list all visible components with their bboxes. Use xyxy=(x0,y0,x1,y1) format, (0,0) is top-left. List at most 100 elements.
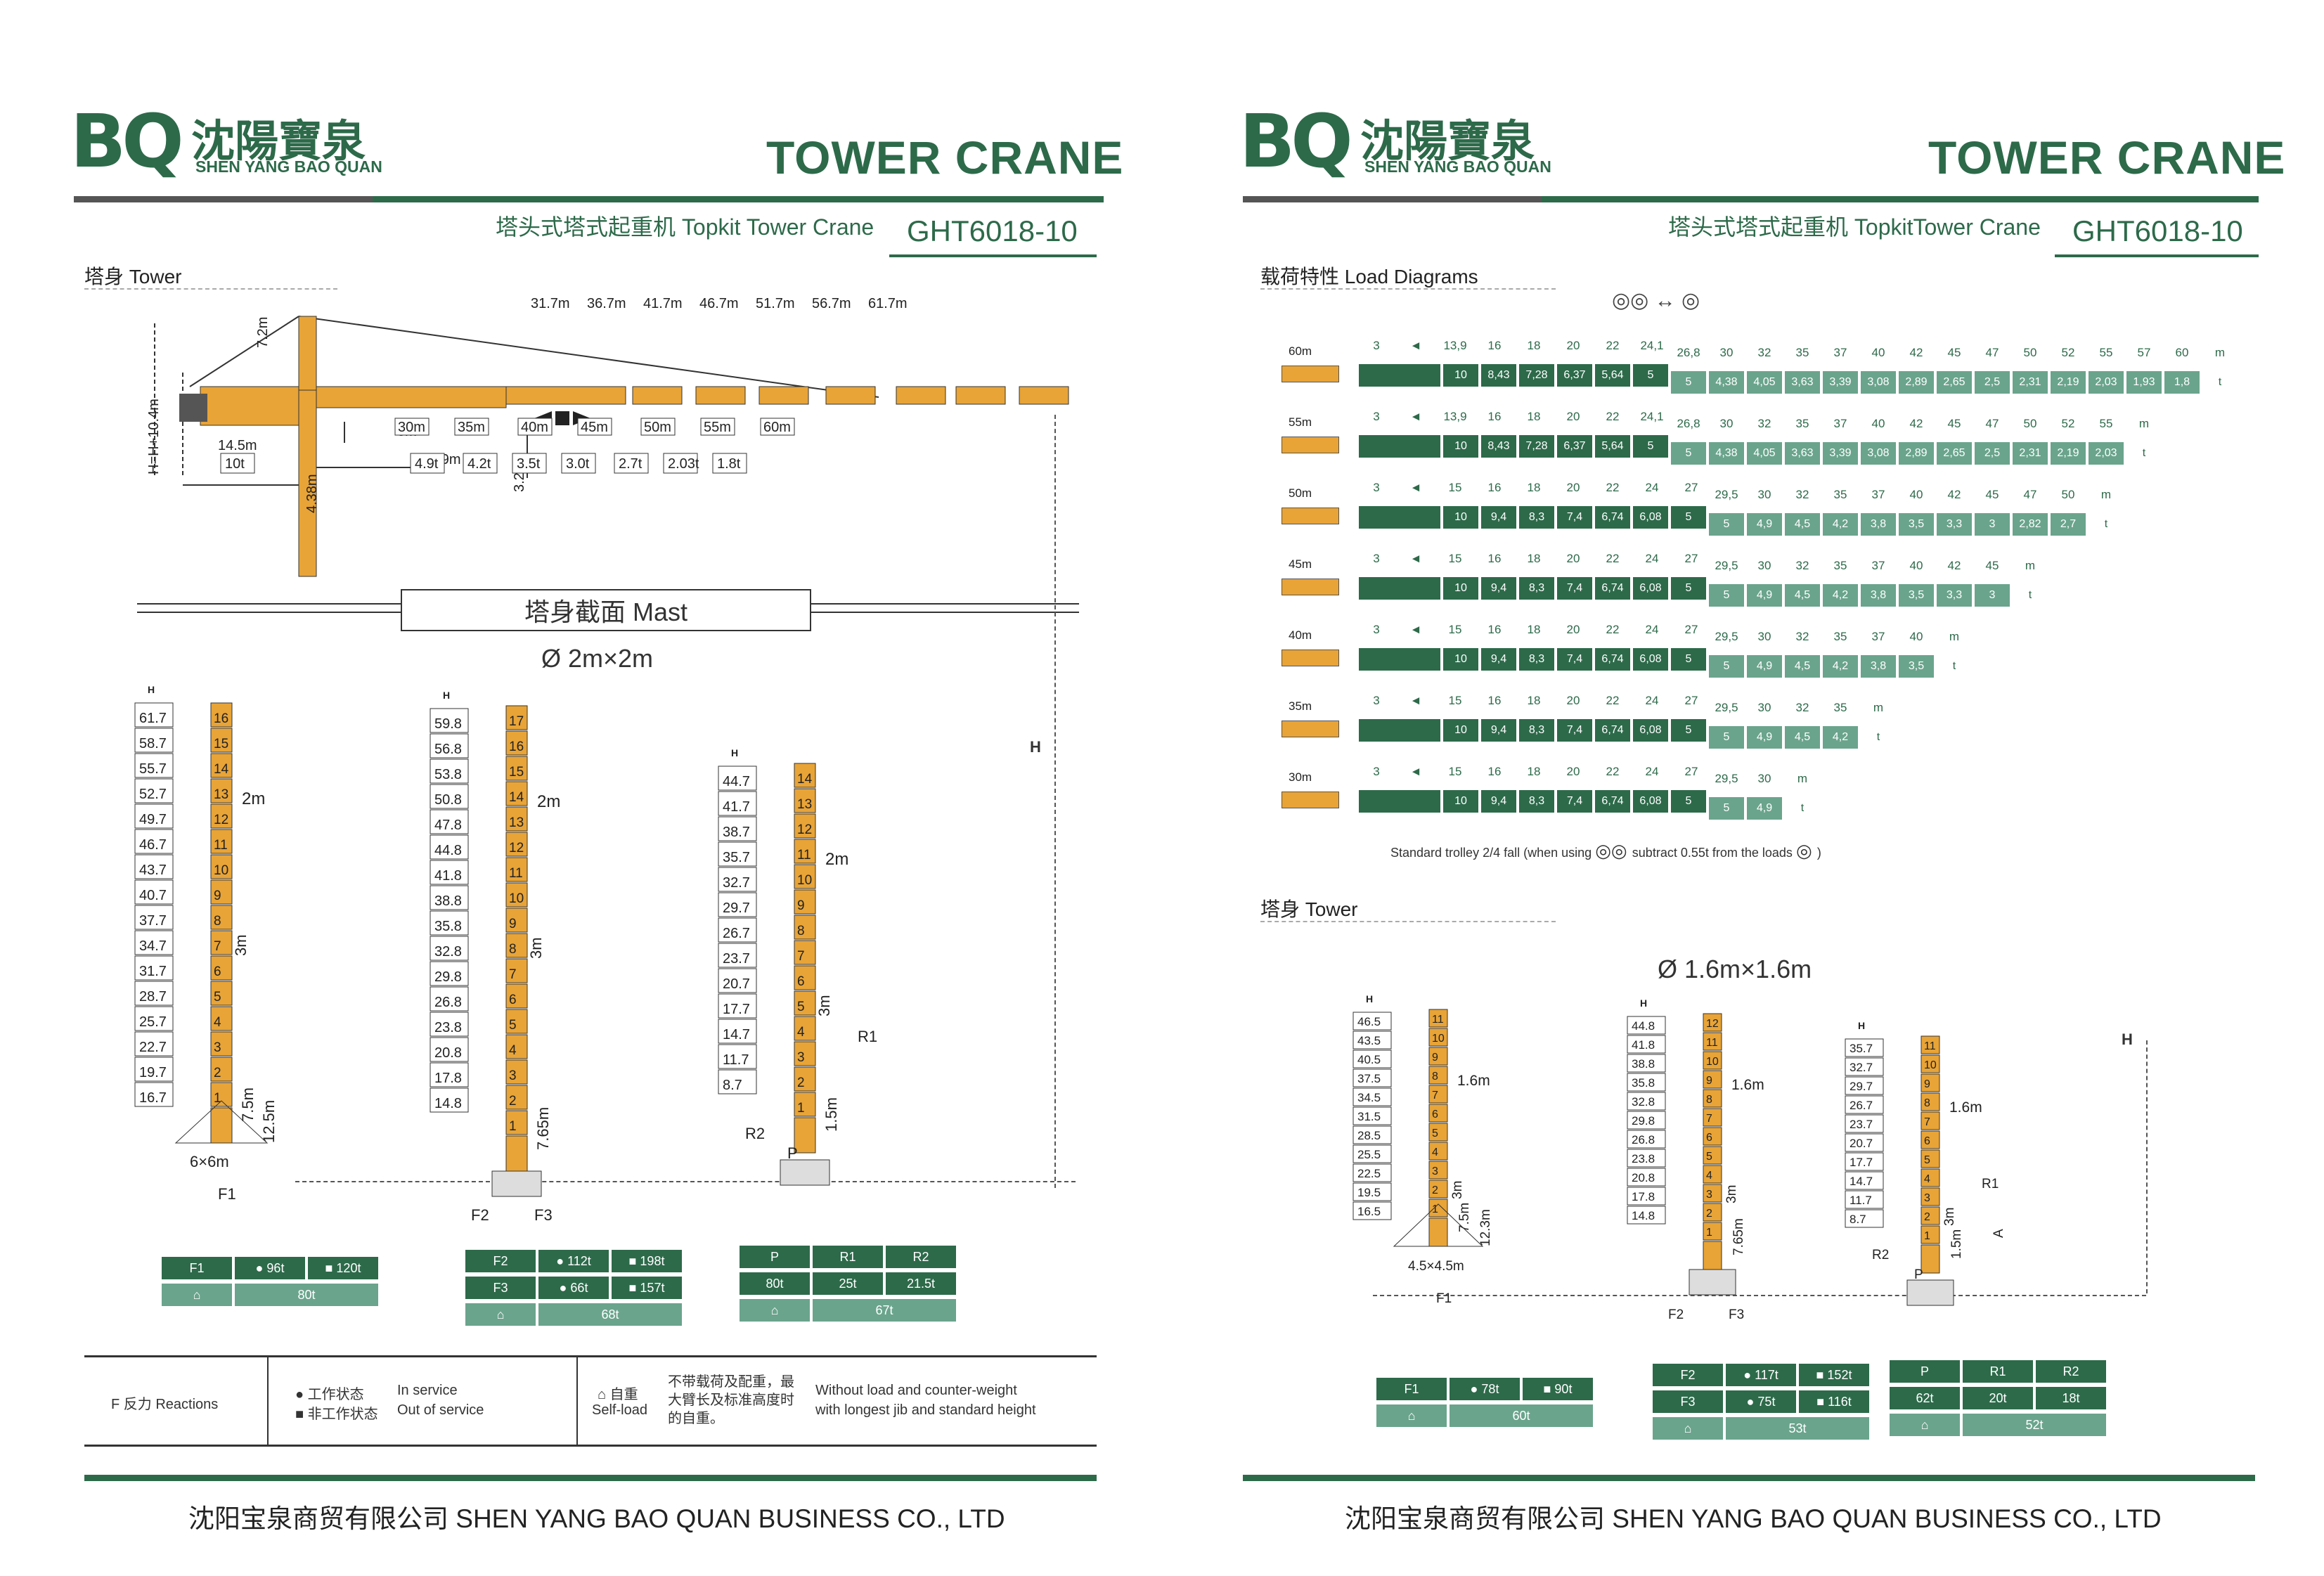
tower-width-label: 1.6m xyxy=(1457,1073,1490,1089)
tower-section-number: 10 xyxy=(214,863,228,878)
tower-height-label: 14.8 xyxy=(434,1096,462,1111)
jib-mark-label: 40m xyxy=(521,420,548,435)
tower-section-number: 5 xyxy=(509,1018,517,1033)
tower-section xyxy=(505,1085,528,1110)
radius-tick: 32 xyxy=(1757,346,1771,359)
tower-section-number: 10 xyxy=(509,891,524,906)
tower-section xyxy=(794,864,816,889)
load-value: 10 xyxy=(1443,577,1478,600)
radius-tick: 15 xyxy=(1448,694,1462,707)
tower-height-cell xyxy=(1627,1149,1666,1168)
brand-logo: BQ xyxy=(1239,98,1353,184)
tower-section xyxy=(1703,1070,1722,1089)
tower-height-cell xyxy=(1353,1049,1392,1068)
tip-load-box xyxy=(561,453,596,474)
reaction-table-row: F2● 112t■ 198t xyxy=(465,1250,682,1272)
tower-h-label: H xyxy=(1366,993,1373,1005)
radius-tick: 35 xyxy=(1833,559,1847,572)
radius-tick: 16 xyxy=(1487,623,1502,636)
reaction-table-cell: R1 xyxy=(1963,1360,2033,1383)
radius-tick: 37 xyxy=(1833,346,1847,359)
load-value: 6,74 xyxy=(1595,648,1630,671)
tower-section-number: 1 xyxy=(214,1091,221,1106)
tower-section xyxy=(505,933,528,958)
tower-section-number: 1 xyxy=(797,1101,805,1116)
reaction-table-cell: ⌂ xyxy=(162,1284,232,1306)
radius-tick: 22 xyxy=(1606,623,1620,636)
tower-section-number: 10 xyxy=(1706,1056,1719,1068)
tower-width-label: 1.6m xyxy=(1949,1099,1982,1116)
tower-section xyxy=(1428,1142,1448,1161)
tower-section-number: 9 xyxy=(1706,1075,1712,1087)
brand-logo: BQ xyxy=(70,98,184,184)
radius-tick: 18 xyxy=(1527,765,1541,778)
tower-height-cell xyxy=(1845,1190,1884,1209)
tower-section xyxy=(794,1041,816,1066)
tower-section-number: 9 xyxy=(509,917,517,931)
radius-tick: 27 xyxy=(1684,765,1698,778)
load-value: 8,3 xyxy=(1519,790,1554,813)
tower-section-number: 1 xyxy=(1706,1227,1712,1239)
jib-radius-label: 31.7m xyxy=(531,296,570,311)
tower-section-number: 11 xyxy=(797,848,811,863)
tower-section xyxy=(1428,1199,1448,1217)
load-value: t xyxy=(1952,660,1956,672)
tower-footing xyxy=(780,1159,830,1186)
tower-section-number: 5 xyxy=(797,1000,805,1014)
tower-section xyxy=(210,879,233,905)
tower-section xyxy=(1703,1146,1722,1165)
tower-section-number: 10 xyxy=(797,873,812,888)
load-value: 3,5 xyxy=(1899,655,1934,678)
tower-3: H35.732.729.726.723.720.717.714.711.78.7… xyxy=(1845,1020,2006,1306)
tower-base-height: 7.65m xyxy=(1731,1218,1746,1255)
tower-height-cell xyxy=(1627,1130,1666,1149)
tower-height-cell xyxy=(134,753,174,778)
tower-height-label: 37.7 xyxy=(139,913,167,929)
tower-height-cell xyxy=(1627,1016,1666,1035)
radius-tick: 30 xyxy=(1757,488,1771,501)
tower-height-cell xyxy=(134,1057,174,1082)
load-value: t xyxy=(1876,731,1880,743)
tower-section-number: 1 xyxy=(509,1119,517,1134)
radius-tick: 29,5 xyxy=(1715,772,1738,785)
radius-tick: 18 xyxy=(1527,481,1541,494)
load-bar-lead xyxy=(1359,577,1440,600)
trolley-note-c: ) xyxy=(1816,846,1821,860)
load-bar-lead xyxy=(1359,435,1440,458)
tower-section-number: 13 xyxy=(214,787,228,802)
radius-tick: 42 xyxy=(1947,559,1961,572)
tower-height-label: 40.5 xyxy=(1357,1053,1381,1066)
radius-tick: 22 xyxy=(1606,765,1620,778)
crane-elevation-drawing: H=H+10.4m 7.2m 14.5m 3m 13.9m 3.2m 4.38m… xyxy=(146,296,1069,577)
radius-tick: 30 xyxy=(1757,772,1771,785)
tip-load-box xyxy=(663,453,698,474)
tower-height-label: 29.7 xyxy=(1849,1080,1873,1093)
tower-height-label: 17.8 xyxy=(1632,1190,1655,1203)
radius-tick: 40 xyxy=(1909,488,1923,501)
tower-height-cell xyxy=(430,986,469,1012)
jib-mark-label: 35m xyxy=(458,420,485,435)
load-value: 7,28 xyxy=(1519,364,1554,387)
radius-tick: 35 xyxy=(1795,417,1809,430)
radius-tick: 16 xyxy=(1487,410,1502,423)
tower-section xyxy=(1920,1035,1940,1054)
tower-height-cell xyxy=(430,961,469,986)
header-rule-accent xyxy=(373,196,1104,202)
tower-step-label: 3m xyxy=(1724,1185,1739,1203)
radius-tick: 15 xyxy=(1448,765,1462,778)
tower-height-cell xyxy=(430,1012,469,1037)
legend-note-en-2: with longest jib and standard height xyxy=(815,1402,1036,1418)
radius-tick: 20 xyxy=(1566,694,1580,707)
height-dimension-line xyxy=(1054,415,1056,1188)
reaction-table-cell: 62t xyxy=(1890,1387,1960,1409)
load-value: 3 xyxy=(1975,584,2010,607)
radius-tick: 52 xyxy=(2061,346,2075,359)
tower-height-cell xyxy=(134,981,174,1006)
tower-section xyxy=(1703,1203,1722,1222)
